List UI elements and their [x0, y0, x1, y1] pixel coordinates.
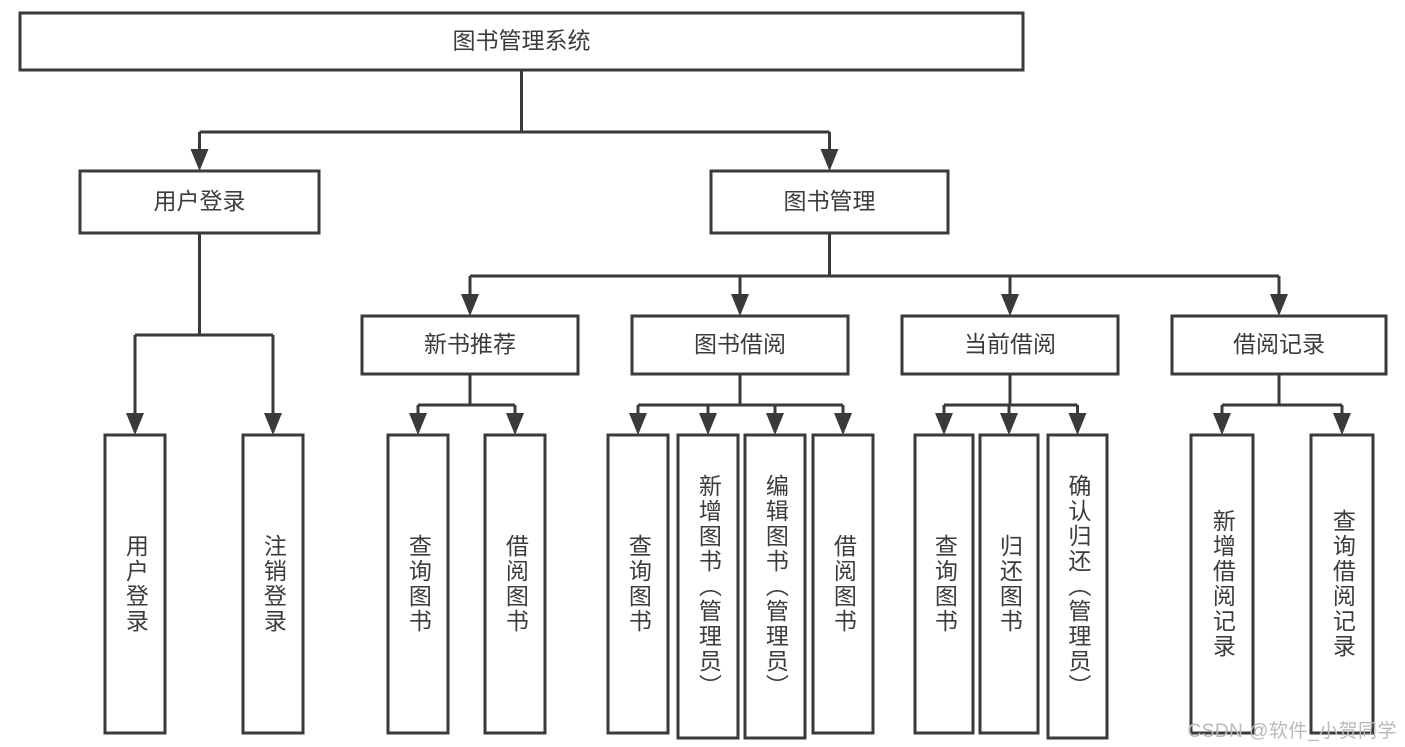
leaf-node-box-leaf-user-login[interactable]: [103, 433, 167, 735]
arrow-head-icon: [1213, 413, 1231, 435]
level2-node-label-book-manage: 图书管理: [784, 188, 876, 214]
level3-node-label-borrow-record: 借阅记录: [1233, 331, 1325, 357]
arrow-head-icon: [1270, 294, 1288, 316]
arrow-head-icon: [264, 413, 282, 435]
root-node-box[interactable]: [18, 11, 1025, 72]
leaf-node-box-leaf-borrow-book-2[interactable]: [811, 433, 875, 735]
level3-node-box-current-borrow[interactable]: [900, 314, 1120, 376]
arrow-head-icon: [126, 413, 144, 435]
leaf-node-box-leaf-add-book[interactable]: [676, 433, 740, 740]
arrow-head-icon: [935, 413, 953, 435]
leaf-node-box-leaf-logout[interactable]: [241, 433, 305, 735]
root-node-label: 图书管理系统: [453, 28, 591, 54]
arrow-head-icon: [461, 294, 479, 316]
leaf-node-box-leaf-confirm-return[interactable]: [1046, 433, 1109, 740]
leaf-node-box-leaf-add-record[interactable]: [1189, 433, 1255, 735]
level3-node-label-new-book-recommend: 新书推荐: [424, 331, 516, 357]
level3-node-box-book-borrow[interactable]: [630, 314, 850, 376]
arrow-head-icon: [190, 149, 209, 171]
arrow-head-icon: [1001, 294, 1019, 316]
connector-lines: [126, 70, 1351, 435]
level3-node-label-book-borrow: 图书借阅: [694, 331, 786, 357]
arrow-head-icon: [506, 413, 524, 435]
arrow-head-icon: [629, 413, 647, 435]
arrow-head-icon: [1068, 413, 1087, 435]
arrow-head-icon: [766, 413, 784, 435]
leaf-node-box-leaf-query-book-2[interactable]: [606, 433, 670, 735]
leaf-node-box-leaf-return-book[interactable]: [978, 433, 1040, 735]
level2-node-box-book-manage[interactable]: [709, 169, 950, 235]
arrow-head-icon: [409, 413, 427, 435]
arrow-head-icon: [820, 149, 839, 171]
arrow-head-icon: [1000, 413, 1018, 435]
level2-node-label-user-login: 用户登录: [154, 188, 246, 214]
arrow-head-icon: [1333, 413, 1351, 435]
leaf-node-box-leaf-query-book-1[interactable]: [386, 433, 450, 735]
leaf-node-box-leaf-edit-book[interactable]: [743, 433, 807, 740]
level3-node-box-new-book-recommend[interactable]: [360, 314, 580, 376]
level2-node-box-user-login[interactable]: [78, 169, 321, 235]
level3-node-box-borrow-record[interactable]: [1170, 314, 1388, 376]
leaf-node-box-leaf-query-record[interactable]: [1309, 433, 1375, 735]
arrow-head-icon: [834, 413, 852, 435]
level3-node-label-current-borrow: 当前借阅: [964, 331, 1056, 357]
arrow-head-icon: [731, 294, 749, 316]
leaf-node-box-leaf-borrow-book-1[interactable]: [483, 433, 547, 735]
watermark-text: CSDN @软件_小贺同学: [1187, 721, 1397, 742]
arrow-head-icon: [699, 413, 717, 435]
node-boxes: [18, 11, 1388, 740]
leaf-node-box-leaf-query-book-3[interactable]: [913, 433, 975, 735]
